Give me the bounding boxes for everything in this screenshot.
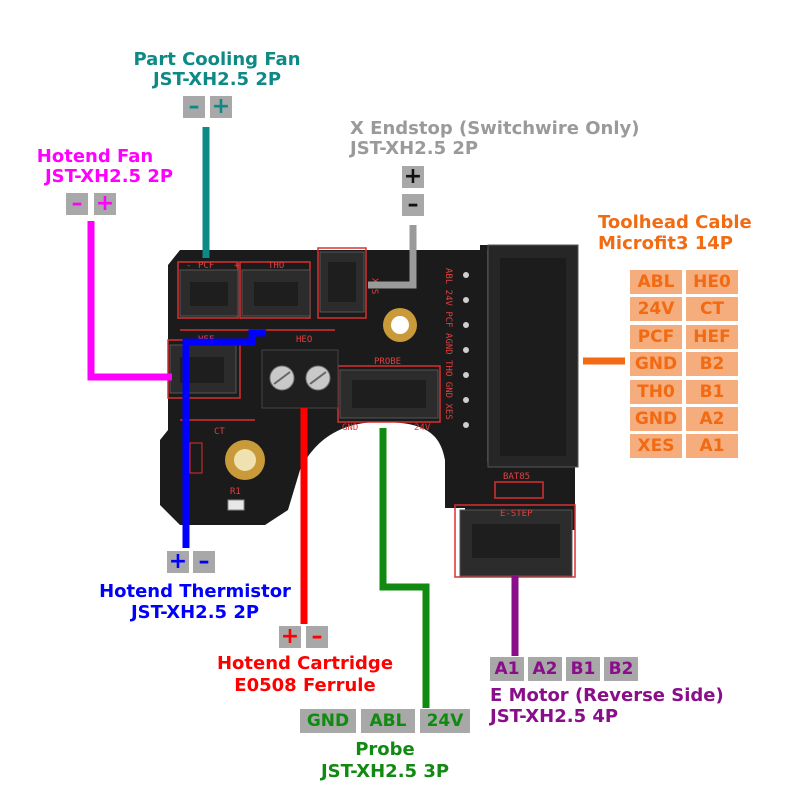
pcb-label-plus: + <box>234 261 240 271</box>
part-cooling-fan-connector: JST-XH2.5 2P <box>110 69 324 91</box>
pcb-label-bat: BAT85 <box>503 472 530 482</box>
pcb-label-minus: - <box>186 261 191 271</box>
pcb-label-tho: THO <box>268 261 284 271</box>
motor-connector: JST-XH2.5 4P <box>490 706 618 728</box>
toolhead-pin: A1 <box>686 434 738 458</box>
part-cooling-fan-pin-minus: – <box>183 96 205 118</box>
probe-connector: JST-XH2.5 3P <box>300 761 470 783</box>
toolhead-pin: HE0 <box>686 270 738 294</box>
pcb-label-24v: 24V <box>414 423 431 433</box>
pcb-label-header-pins: ABL 24V PCF AGND THO GND XES <box>443 268 453 420</box>
hotend-fan-title: Hotend Fan <box>20 146 170 168</box>
x-endstop-pin-minus: – <box>402 194 424 216</box>
thermistor-pin-plus: + <box>167 551 189 573</box>
probe-pin-abl: ABL <box>361 709 415 733</box>
x-endstop-connector: JST-XH2.5 2P <box>350 138 478 160</box>
toolhead-pin: ABL <box>630 270 682 294</box>
terminal-block <box>262 350 338 408</box>
pcb-label-estep: E-STEP <box>500 509 533 519</box>
toolhead-pin: 24V <box>630 297 682 321</box>
toolhead-pin: A2 <box>686 407 738 431</box>
part-cooling-fan-title: Part Cooling Fan <box>110 49 324 71</box>
motor-title: E Motor (Reverse Side) <box>490 685 724 707</box>
probe-pin-24v: 24V <box>420 709 470 733</box>
toolhead-cable-title: Toolhead Cable <box>598 212 752 234</box>
thermistor-pin-minus: – <box>193 551 215 573</box>
toolhead-pin: GND <box>630 352 682 376</box>
hotend-fan-pin-plus: + <box>94 193 116 215</box>
pcb-label-gnd: GND <box>342 423 358 433</box>
pcb-label-r1: R1 <box>230 487 241 497</box>
x-endstop-pin-plus: + <box>402 166 424 188</box>
toolhead-pin: TH0 <box>630 380 682 404</box>
cartridge-connector: E0508 Ferrule <box>200 675 410 697</box>
toolhead-pin: B2 <box>686 352 738 376</box>
motor-pin-a1: A1 <box>490 657 524 681</box>
hotend-fan-connector: JST-XH2.5 2P <box>20 166 198 188</box>
pcb-label-heo: HEO <box>296 335 312 345</box>
motor-pin-a2: A2 <box>528 657 562 681</box>
toolhead-pin: PCF <box>630 325 682 349</box>
probe-title: Probe <box>300 739 470 761</box>
part-cooling-fan-pin-plus: + <box>210 96 232 118</box>
thermistor-connector: JST-XH2.5 2P <box>60 602 330 624</box>
pcb-label-ct: CT <box>214 427 225 437</box>
toolhead-pin: CT <box>686 297 738 321</box>
pcb-label-pcf: PCF <box>198 261 214 271</box>
toolhead-pin: B1 <box>686 380 738 404</box>
toolhead-pin: HEF <box>686 325 738 349</box>
cartridge-pin-minus: – <box>306 626 328 648</box>
pcb-label-probe: PROBE <box>374 357 401 367</box>
resistor-r1 <box>228 500 244 510</box>
wire-hotend-fan <box>91 221 172 377</box>
motor-pin-b2: B2 <box>604 657 638 681</box>
toolhead-pin: XES <box>630 434 682 458</box>
motor-pin-b1: B1 <box>566 657 600 681</box>
probe-pin-gnd: GND <box>300 709 356 733</box>
toolhead-pin: GND <box>630 407 682 431</box>
hotend-fan-pin-minus: – <box>66 193 88 215</box>
x-endstop-title: X Endstop (Switchwire Only) <box>350 118 639 140</box>
cartridge-pin-plus: + <box>279 626 301 648</box>
cartridge-title: Hotend Cartridge <box>200 653 410 675</box>
thermistor-title: Hotend Thermistor <box>60 581 330 603</box>
toolhead-cable-connector: Microfit3 14P <box>598 233 733 255</box>
